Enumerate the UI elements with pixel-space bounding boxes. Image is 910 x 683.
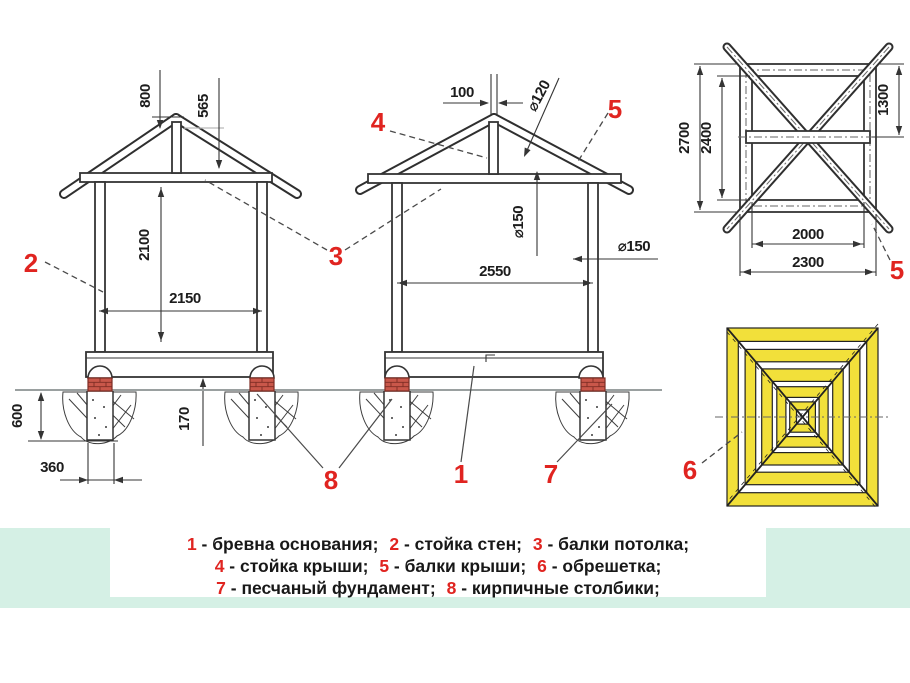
legend-line-2: 4 - стойка крыши; 5 - балки крыши; 6 - о… [110,555,766,577]
side-elevation-view: 100 ⌀120 ⌀150 ⌀150 2550 [355,74,658,445]
wall-post [94,181,106,353]
callout-2: 2 [24,248,38,278]
dim-beam-dia: ⌀150 [510,206,527,239]
dim-post-dia: ⌀150 [618,238,651,255]
plan-dimensions: 2700 2400 1300 2000 2300 [676,63,904,276]
dim-front-wall-height: 2100 [136,229,153,261]
dim-side-inner-width: 2550 [479,263,511,280]
dim-plan-inner-width: 2000 [792,226,824,243]
ceiling-beam [79,172,273,183]
dim-front-inner-width: 2150 [169,290,201,307]
brick-pier [87,377,113,392]
roof-lattice-plan-view [715,323,890,511]
legend-line-1: 1 - бревна основания; 2 - стойка стен; 3… [110,533,766,555]
brick-pier [249,377,275,392]
dim-brick-height: 170 [176,407,193,431]
wall-post [256,181,268,353]
legend-line-3: 7 - песчаный фундамент; 8 - кирпичные ст… [110,577,766,599]
dim-rafter-dia: ⌀120 [524,78,554,115]
dim-foundation-width: 360 [40,459,64,476]
callout-6: 6 [683,455,697,485]
callout-leaders [44,112,891,469]
callout-1: 1 [454,459,468,489]
callout-3: 3 [329,241,343,271]
roof-post [171,121,182,174]
wall-post [587,182,599,353]
wall-post [391,182,403,353]
callout-7: 7 [544,459,558,489]
legend-item-3: 3 - балки потолка; [532,534,690,554]
callout-5-side: 5 [608,94,622,124]
roof-post [488,121,499,175]
sand-foundation [61,390,137,445]
base-log [85,351,274,378]
dim-plan-outer-height: 2700 [676,122,693,154]
dim-plan-inner-height: 2400 [698,122,715,154]
legend: 1 - бревна основания; 2 - стойка стен; 3… [110,528,766,599]
brick-pier [384,377,410,392]
sand-foundation [358,390,434,445]
callout-8: 8 [324,465,338,495]
brick-pier [580,377,606,392]
callout-4: 4 [371,107,386,137]
legend-item-8: 8 - кирпичные столбики; [446,578,660,598]
dim-ridge-gap: 100 [450,84,474,101]
legend-item-5: 5 - балки крыши; [379,556,527,576]
callout-numbers: 1 2 3 4 5 5 6 7 8 [24,94,904,495]
legend-item-6: 6 - обрешетка; [537,556,662,576]
technical-drawing: 800 565 2100 2150 600 360 170 [9,42,904,511]
dim-plan-outer-width: 2300 [792,254,824,271]
dim-front-post-height: 565 [195,94,212,118]
base-log [384,351,604,378]
roof-frame-plan-view: 2700 2400 1300 2000 2300 [676,42,904,276]
legend-item-4: 4 - стойка крыши; [214,556,369,576]
dim-foundation-depth: 600 [9,404,26,428]
legend-item-2: 2 - стойка стен; [389,534,522,554]
dim-plan-half-height: 1300 [875,84,892,116]
front-elevation-view: 800 565 2100 2150 600 360 170 [9,70,302,484]
dim-front-ridge-height: 800 [137,84,154,108]
callout-5-plan: 5 [890,255,904,285]
ceiling-beam [367,173,622,184]
front-dimensions: 800 565 2100 2150 600 360 170 [9,70,262,484]
legend-item-7: 7 - песчаный фундамент; [216,578,436,598]
legend-item-1: 1 - бревна основания; [186,534,379,554]
sand-foundation [554,390,630,445]
